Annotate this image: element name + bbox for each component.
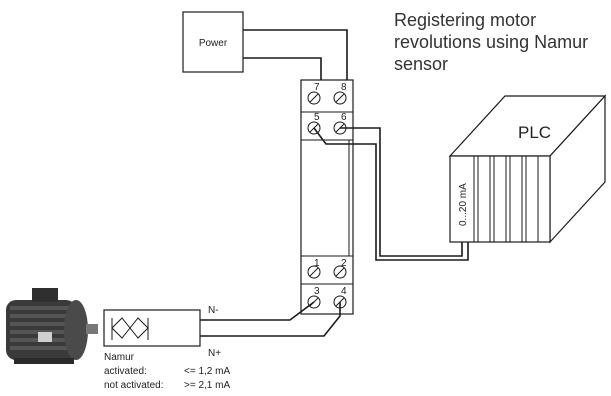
title-line-1: Registering motor bbox=[394, 10, 536, 30]
sensor-activated-label: activated: bbox=[104, 366, 147, 377]
terminal-5-label: 5 bbox=[314, 112, 320, 123]
sensor-not-activated-value: >= 2,1 mA bbox=[184, 380, 230, 391]
screw-terminal-1 bbox=[307, 265, 321, 279]
terminal-7-label: 7 bbox=[314, 82, 320, 93]
screw-terminal-7 bbox=[307, 91, 321, 105]
terminal-2-label: 2 bbox=[341, 258, 347, 269]
terminal-8-label: 8 bbox=[341, 82, 347, 93]
sensor-activated-value: <= 1,2 mA bbox=[184, 366, 230, 377]
screw-terminal-2 bbox=[333, 265, 347, 279]
sensor-not-activated-label: not activated: bbox=[104, 380, 163, 391]
terminal-1-label: 1 bbox=[314, 258, 320, 269]
sensor-n-minus-label: N- bbox=[208, 305, 219, 316]
isolator-module bbox=[300, 79, 354, 315]
terminal-6-label: 6 bbox=[341, 112, 347, 123]
power-supply-box: Power bbox=[182, 11, 244, 73]
plc-input-label: 0...20 mA bbox=[458, 183, 469, 226]
signal-wires-to-plc bbox=[313, 127, 469, 261]
sensor-name: Namur bbox=[104, 352, 135, 363]
plc-unit bbox=[448, 94, 607, 244]
power-wires bbox=[243, 29, 348, 86]
title-line-2: revolutions using Namur bbox=[394, 32, 588, 52]
screw-terminal-8 bbox=[333, 91, 347, 105]
power-label: Power bbox=[199, 38, 228, 49]
terminal-4-label: 4 bbox=[341, 286, 347, 297]
terminal-3-label: 3 bbox=[314, 286, 320, 297]
electric-motor-image bbox=[6, 288, 98, 364]
title-line-3: sensor bbox=[394, 54, 448, 74]
plc-label: PLC bbox=[518, 123, 551, 142]
sensor-wires bbox=[200, 301, 341, 337]
sensor-n-plus-label: N+ bbox=[208, 348, 221, 359]
namur-sensor bbox=[103, 309, 201, 347]
